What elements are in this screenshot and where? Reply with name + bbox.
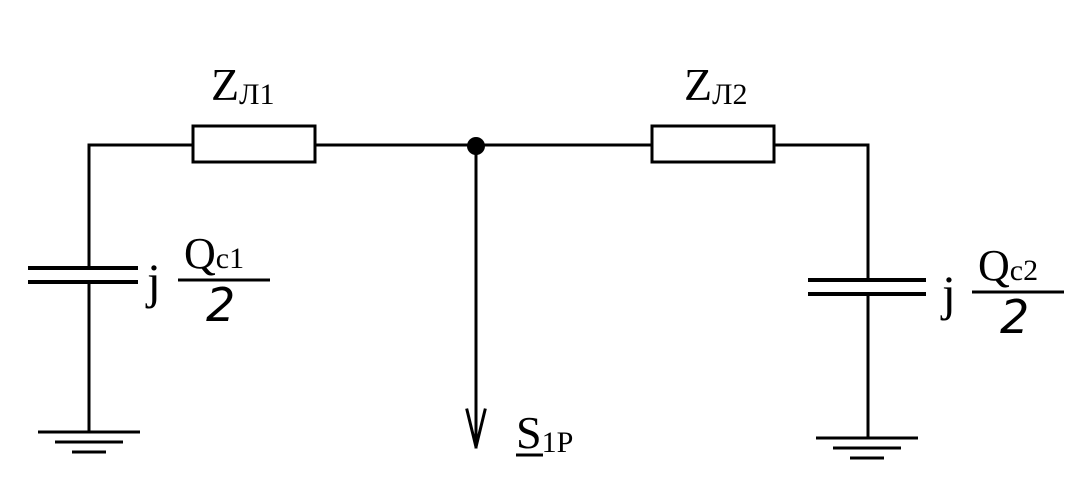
left-shunt-branch: [28, 143, 138, 434]
label-qc1-num-sub: c1: [216, 242, 244, 275]
label-qc2-num-main: Q: [978, 241, 1010, 290]
label-s-1p: S1Р: [516, 407, 573, 459]
label-qc2-numerator: Qc2: [978, 241, 1038, 290]
label-qc2: j Qc2 2: [940, 241, 1064, 344]
label-qc1: j Qc1 2: [145, 229, 270, 332]
label-z-l1: ZЛ1: [211, 59, 274, 111]
label-z-l2-sub: Л2: [712, 78, 747, 111]
right-shunt-branch: [808, 143, 926, 440]
label-z-l2-main: Z: [684, 59, 712, 110]
label-qc1-denominator: 2: [206, 278, 235, 332]
label-z-l1-main: Z: [211, 59, 239, 110]
label-qc1-num-main: Q: [184, 229, 216, 278]
label-z-l2: ZЛ2: [684, 59, 747, 111]
label-qc1-numerator: Qc1: [184, 229, 244, 278]
label-s-1p-sub: 1Р: [542, 426, 574, 459]
label-qc2-denominator: 2: [1000, 290, 1029, 344]
left-ground-icon: [38, 430, 140, 454]
label-qc2-num-sub: c2: [1010, 254, 1038, 287]
impedance-z-l1: [191, 124, 317, 164]
label-qc1-j: j: [145, 253, 161, 309]
label-s-1p-main: S: [516, 407, 542, 458]
load-arrow-icon: [465, 144, 487, 449]
impedance-z-l2: [650, 124, 776, 164]
right-ground-icon: [816, 436, 918, 460]
label-z-l1-sub: Л1: [239, 78, 274, 111]
label-qc2-j: j: [940, 265, 956, 321]
